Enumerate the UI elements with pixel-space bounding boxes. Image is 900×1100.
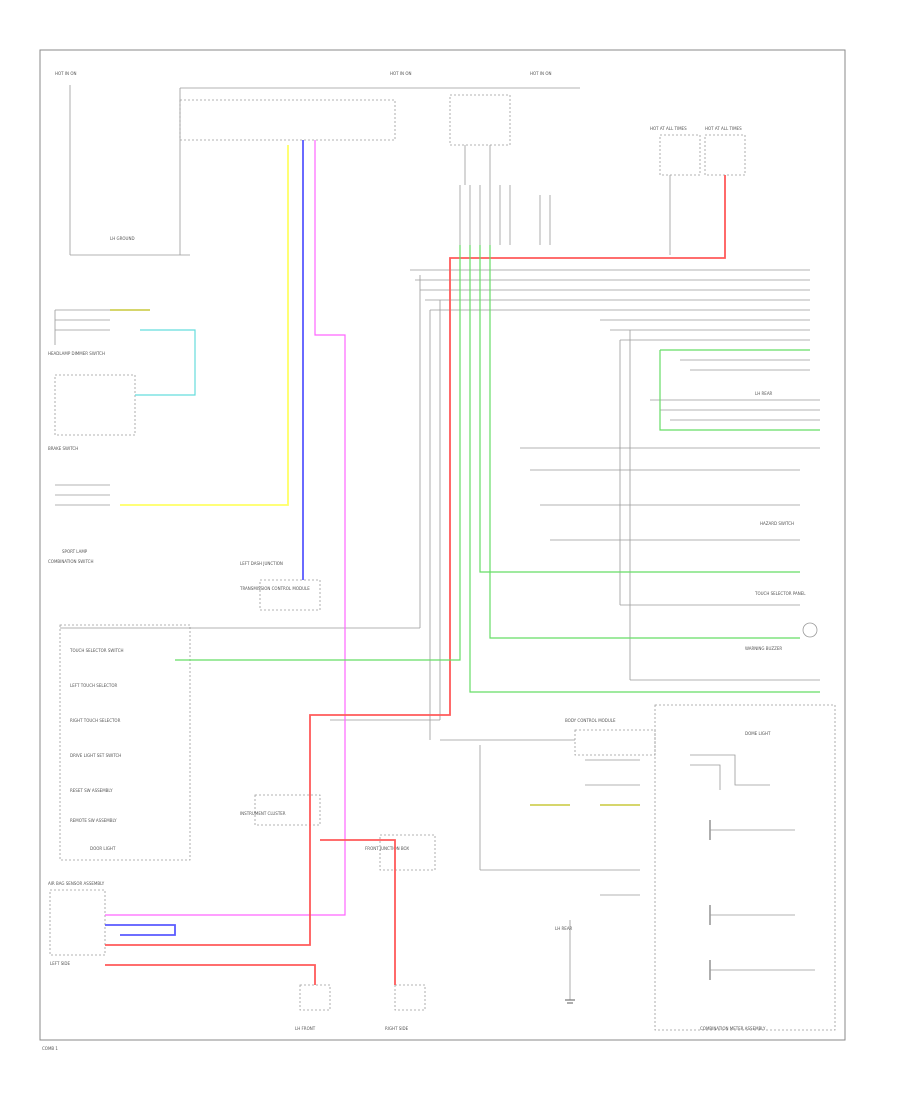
top-center-fuse-label: HOT IN ON — [390, 71, 411, 76]
switch-list-item: TOUCH SELECTOR SWITCH — [69, 648, 124, 653]
green-wire — [175, 245, 461, 661]
hot-at-all-times-label-2: HOT AT ALL TIMES — [705, 126, 742, 131]
diagram-frame — [39, 49, 846, 1041]
hazard-switch-label: HAZARD SWITCH — [760, 521, 794, 526]
lh-rear-cluster-label: LH REAR — [755, 391, 773, 396]
switch-list-item: RIGHT TOUCH SELECTOR — [70, 718, 121, 723]
combination-meter-label: COMBINATION METER ASSEMBLY — [700, 1026, 766, 1031]
hot-at-all-times-label-1: HOT AT ALL TIMES — [650, 126, 687, 131]
switch-list-item: LEFT TOUCH SELECTOR — [70, 683, 118, 688]
combination-switch-label: COMBINATION SWITCH — [48, 559, 93, 564]
red-wire — [320, 839, 396, 985]
red-wire — [105, 175, 726, 946]
left-dash-junction-label: LEFT DASH JUNCTION — [240, 561, 283, 566]
meter-indicators — [690, 622, 818, 971]
magenta-wire — [105, 140, 346, 916]
brake-switch-label: BRAKE SWITCH — [48, 446, 78, 451]
sport-lamp-label: SPORT LAMP — [62, 549, 88, 554]
green-wire — [469, 245, 820, 693]
blue-wire — [105, 924, 176, 936]
top-left-fuse-label: HOT IN ON — [55, 71, 76, 76]
top-right-fuse-label: HOT IN ON — [530, 71, 551, 76]
center-components — [60, 275, 440, 1011]
switch-list-item: DRIVE LIGHT SET SWITCH — [70, 753, 121, 758]
body-control-label: BODY CONTROL MODULE — [565, 718, 616, 723]
red-wire — [105, 175, 725, 855]
right-bus — [410, 269, 836, 1031]
switch-list-item: RESET SW ASSEMBLY — [70, 788, 113, 793]
switch-list: TOUCH SELECTOR SWITCH LEFT TOUCH SELECTO… — [69, 648, 124, 851]
right-side-label: RIGHT SIDE — [385, 1026, 409, 1031]
lh-front-label: LH FRONT — [295, 1026, 316, 1031]
dome-light-label: DOME LIGHT — [745, 731, 771, 736]
lh-rear-bottom-label: LH REAR — [555, 926, 573, 931]
air-bag-module-label: AIR BAG SENSOR ASSEMBLY — [48, 881, 105, 886]
headlamp-dimmer-label: HEADLAMP DIMMER SWITCH — [48, 351, 105, 356]
page-ref-label: COMB 1 — [42, 1046, 58, 1051]
green-wire — [659, 350, 820, 431]
lh-ground-label: LH GROUND — [110, 236, 135, 241]
left-components — [49, 309, 191, 956]
top-section — [69, 85, 746, 256]
yellow-wire — [120, 145, 289, 506]
left-side-label: LEFT SIDE — [50, 961, 71, 966]
switch-list-item: REMOTE SW ASSEMBLY — [70, 818, 117, 823]
instrument-cluster-label: INSTRUMENT CLUSTER — [240, 811, 286, 816]
switch-list-item: DOOR LIGHT — [90, 846, 116, 851]
front-junction-label: FRONT JUNCTION BOX — [365, 846, 409, 851]
touch-selector-panel-label: TOUCH SELECTOR PANEL — [754, 591, 806, 596]
green-wire — [479, 245, 800, 573]
cyan-wire — [135, 329, 196, 396]
ground-symbols — [565, 820, 711, 1004]
transmission-control-label: TRANSMISSION CONTROL MODULE — [239, 586, 310, 591]
green-wire — [489, 245, 800, 639]
warning-buzzer-label: WARNING BUZZER — [745, 646, 782, 651]
red-wire — [105, 964, 316, 985]
